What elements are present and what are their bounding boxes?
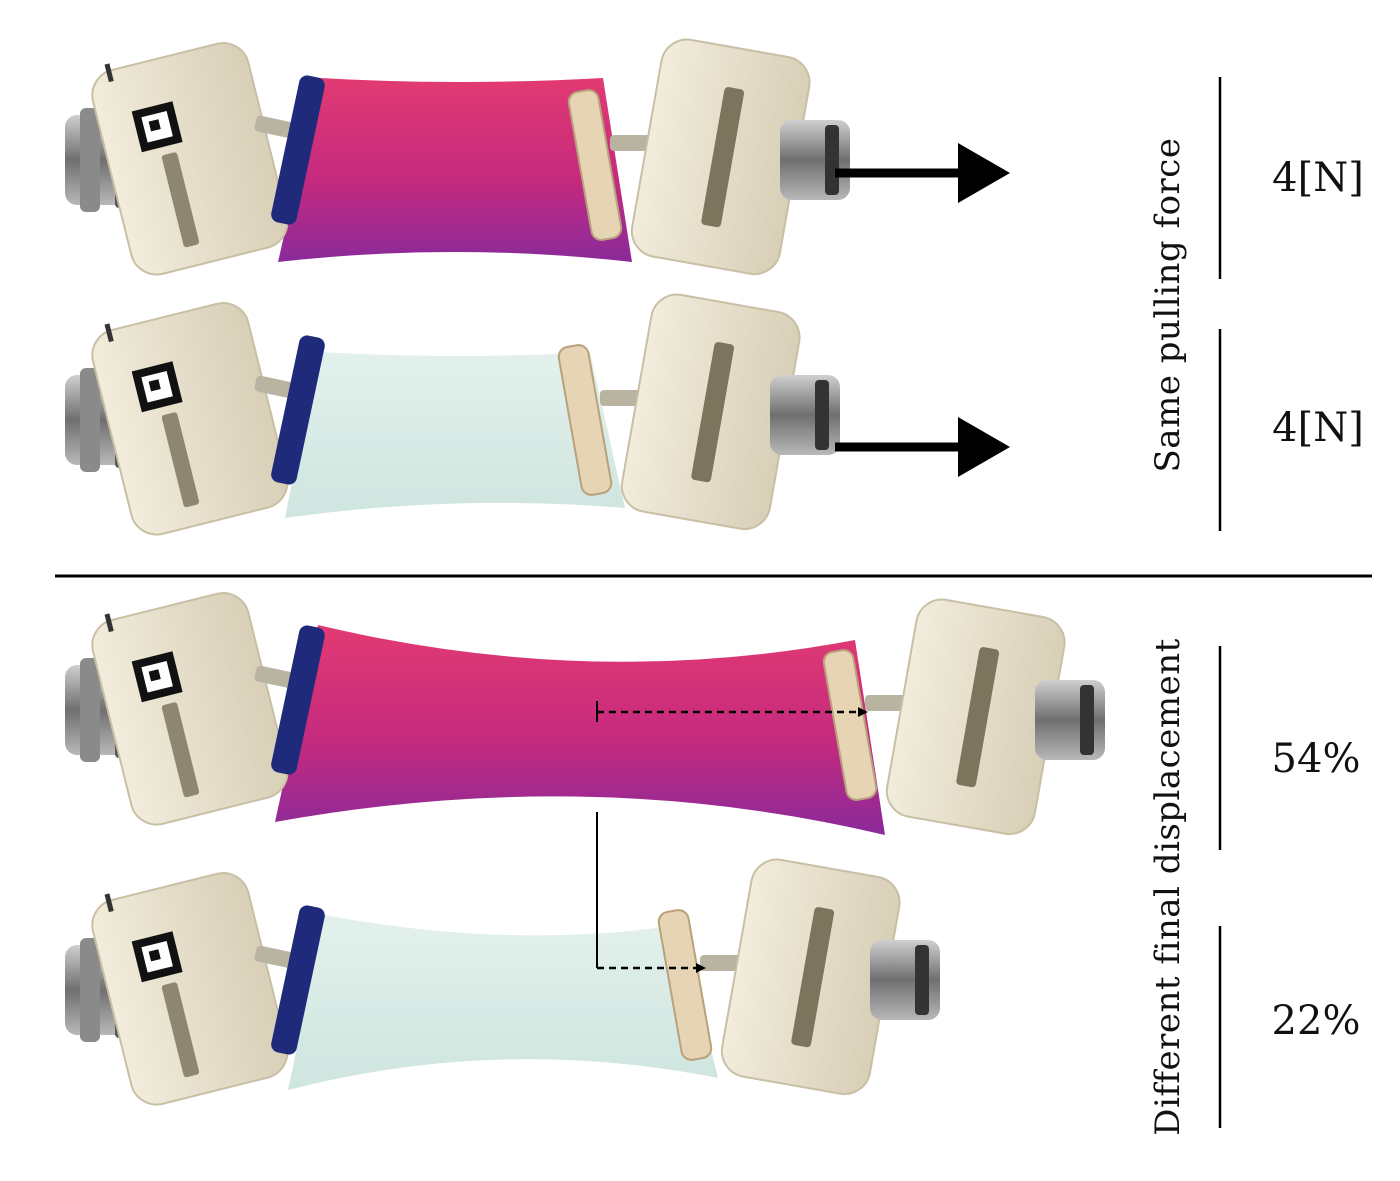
pull-arrow-row2 bbox=[835, 417, 1010, 477]
row-3-assembly bbox=[65, 581, 1105, 838]
fabric-pink-row3 bbox=[275, 625, 885, 835]
row-1-assembly bbox=[65, 31, 850, 280]
pull-arrow-row1 bbox=[835, 143, 1010, 203]
label-different-final-displacement: Different final displacement bbox=[1148, 638, 1188, 1136]
row-4-assembly bbox=[65, 855, 940, 1110]
value-row3-displacement: 54% bbox=[1272, 736, 1361, 782]
fabric-mint-row4 bbox=[288, 915, 718, 1090]
value-row1-force: 4[N] bbox=[1272, 155, 1364, 201]
label-same-pulling-force: Same pulling force bbox=[1148, 138, 1188, 473]
value-row4-displacement: 22% bbox=[1272, 998, 1361, 1044]
row-2-assembly bbox=[65, 290, 840, 540]
value-row2-force: 4[N] bbox=[1272, 405, 1364, 451]
